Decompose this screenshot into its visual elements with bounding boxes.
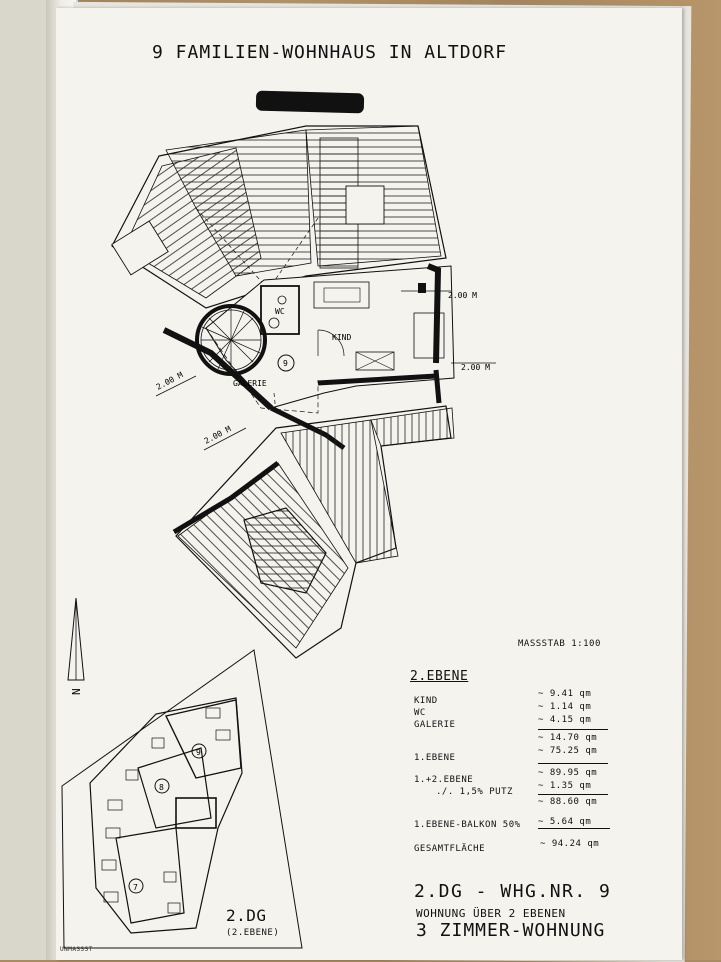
area-row-label: KIND bbox=[414, 696, 438, 706]
area-row-label: 1.+2.EBENE bbox=[414, 775, 474, 785]
unit-type: 3 ZIMMER-WOHNUNG bbox=[416, 920, 606, 941]
key-plan-level: (2.EBENE) bbox=[226, 928, 280, 938]
footer-fragment: UNMASSST bbox=[60, 946, 93, 953]
sum-line bbox=[538, 729, 608, 730]
area-row-value: ~ 5.64 qm bbox=[538, 817, 592, 827]
label-galerie: GALERIE bbox=[233, 379, 267, 388]
upper-roof bbox=[111, 125, 447, 309]
scale-label: MASSSTAB 1:100 bbox=[518, 639, 601, 649]
area-row-value: ~ 75.25 qm bbox=[538, 746, 598, 756]
key-unit-8: 8 bbox=[159, 783, 164, 792]
unit-title: 2.DG - WHG.NR. 9 bbox=[414, 881, 612, 902]
label-wc: WC bbox=[275, 307, 285, 316]
area-row-label: 1.EBENE-BALKON 50% bbox=[414, 820, 521, 830]
area-row-value: ~ 88.60 qm bbox=[538, 797, 598, 807]
area-table-header: 2.EBENE bbox=[410, 669, 469, 684]
lower-roof bbox=[172, 405, 455, 659]
north-label: N bbox=[70, 688, 83, 695]
key-plan-floor: 2.DG bbox=[226, 906, 267, 925]
sum-line bbox=[538, 763, 608, 764]
north-arrow-icon bbox=[67, 597, 85, 681]
key-unit-9: 9 bbox=[196, 748, 201, 757]
document-page: 9 FAMILIEN-WOHNHAUS IN ALTDORF bbox=[56, 8, 682, 960]
dimension-marks bbox=[155, 290, 496, 451]
dimension-label: 2.00 M bbox=[155, 370, 185, 392]
area-row-value: ~ 94.24 qm bbox=[540, 839, 600, 849]
interior-rooms bbox=[162, 263, 455, 451]
key-unit-7: 7 bbox=[133, 883, 138, 892]
area-row-value: ~ 14.70 qm bbox=[538, 733, 598, 743]
floor-plan: KIND WC GALERIE 9 2.00 M 2.00 M 2.00 M 2… bbox=[61, 125, 496, 949]
area-row-label: GALERIE bbox=[414, 720, 456, 730]
label-unit-number: 9 bbox=[283, 359, 288, 368]
document-title: 9 FAMILIEN-WOHNHAUS IN ALTDORF bbox=[152, 42, 508, 63]
area-row-value: ~ 4.15 qm bbox=[538, 715, 592, 725]
area-row-label: 1.EBENE bbox=[414, 753, 456, 763]
area-row-label: GESAMTFLÄCHE bbox=[414, 844, 486, 854]
area-row-label: ./. 1,5% PUTZ bbox=[436, 787, 513, 797]
area-row-value: ~ 1.35 qm bbox=[538, 781, 592, 791]
dimension-label: 2.00 M bbox=[461, 363, 490, 372]
area-row-value: ~ 89.95 qm bbox=[538, 768, 598, 778]
area-row-label: WC bbox=[414, 708, 426, 718]
area-row-value: ~ 1.14 qm bbox=[538, 702, 592, 712]
dimension-label: 2.00 M bbox=[448, 291, 477, 300]
key-plan bbox=[61, 649, 303, 949]
area-row-value: ~ 9.41 qm bbox=[538, 689, 592, 699]
sum-line bbox=[538, 794, 608, 795]
label-kind: KIND bbox=[332, 333, 351, 342]
sum-line bbox=[538, 828, 610, 829]
unit-subtitle: WOHNUNG ÜBER 2 EBENEN bbox=[416, 907, 566, 920]
